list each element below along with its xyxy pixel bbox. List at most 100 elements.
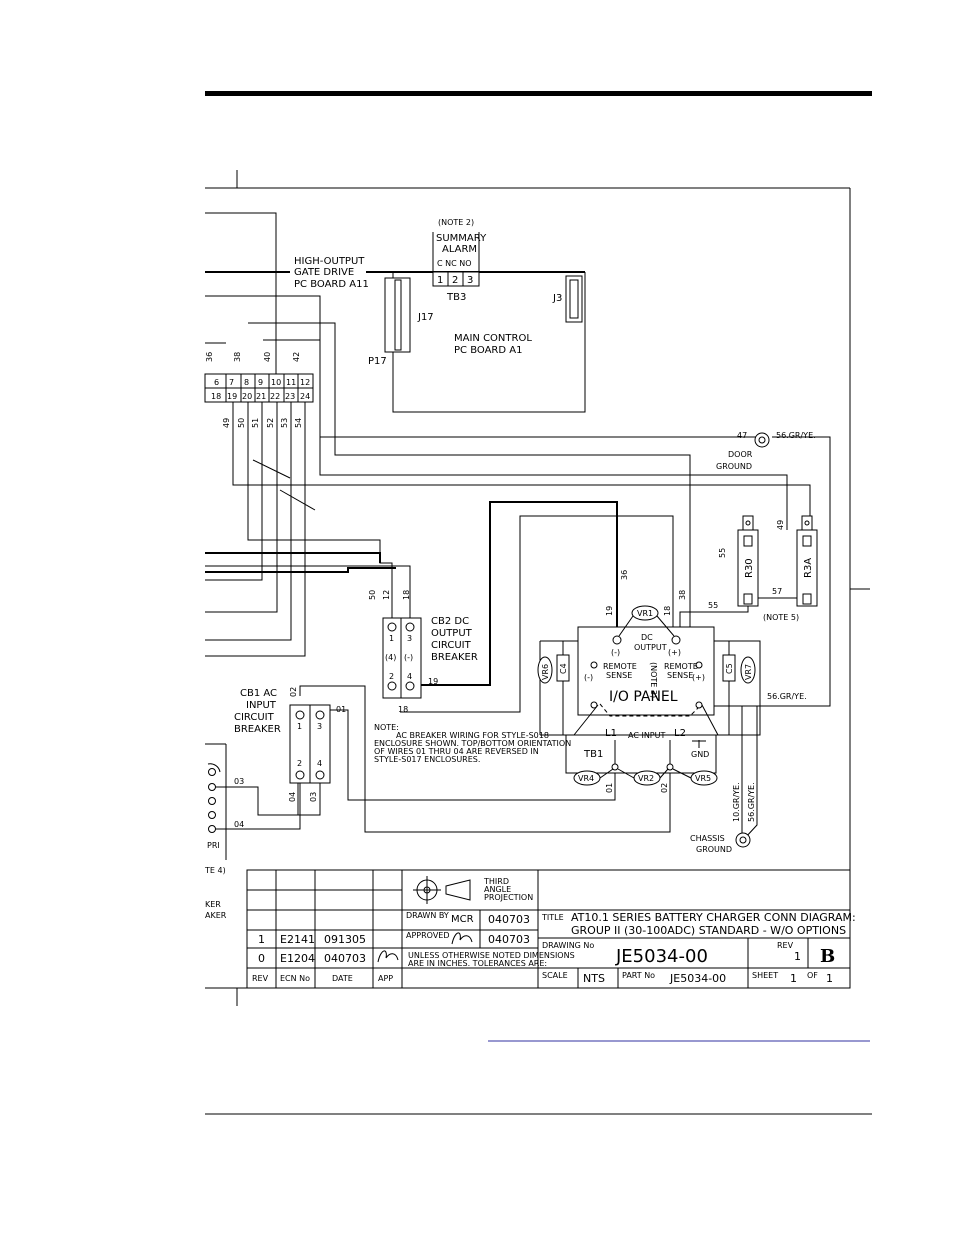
svg-text:4: 4: [317, 759, 322, 768]
svg-text:19: 19: [428, 677, 438, 686]
svg-text:PART No: PART No: [622, 971, 655, 980]
svg-text:(-): (-): [611, 648, 620, 657]
svg-text:38: 38: [233, 352, 242, 362]
transformer-primary: PRI TE 4) KER AKER: [204, 763, 227, 920]
svg-text:NOTE:: NOTE:: [374, 723, 399, 732]
svg-text:C5: C5: [725, 663, 734, 674]
svg-text:INPUT: INPUT: [246, 700, 277, 711]
svg-text:04: 04: [288, 792, 297, 802]
svg-text:OF: OF: [807, 971, 818, 980]
resistors: R30 R3A 55 49 57 (NOTE 5): [718, 515, 818, 622]
svg-text:18: 18: [402, 590, 411, 600]
svg-text:PROJECTION: PROJECTION: [484, 893, 533, 902]
cb1-breaker: 1 3 2 4 CB1 AC INPUT CIRCUIT BREAKER 02 …: [234, 687, 346, 829]
svg-text:MAIN CONTROL: MAIN CONTROL: [454, 333, 532, 344]
svg-text:57: 57: [772, 587, 782, 596]
svg-text:9: 9: [258, 378, 263, 387]
svg-text:7: 7: [229, 378, 234, 387]
svg-text:2: 2: [389, 672, 394, 681]
svg-text:040703: 040703: [488, 913, 530, 926]
svg-text:PC BOARD A1: PC BOARD A1: [454, 345, 522, 356]
svg-text:36: 36: [205, 352, 214, 362]
svg-text:ALARM: ALARM: [442, 244, 477, 255]
svg-text:C4: C4: [559, 663, 568, 674]
svg-text:18: 18: [663, 606, 672, 616]
title-block: THIRD ANGLE PROJECTION DRAWN BY MCR 0407…: [246, 869, 856, 989]
svg-text:ECN No: ECN No: [280, 974, 310, 983]
svg-text:DOOR: DOOR: [728, 450, 753, 459]
svg-text:JE5034-00: JE5034-00: [615, 946, 708, 967]
svg-text:21: 21: [256, 392, 266, 401]
svg-text:PC BOARD A11: PC BOARD A11: [294, 279, 369, 290]
svg-text:51: 51: [251, 418, 260, 428]
svg-text:J17: J17: [417, 312, 434, 323]
svg-text:KER: KER: [205, 900, 221, 909]
svg-text:TITLE: TITLE: [541, 913, 564, 922]
svg-text:56.GR/YE.: 56.GR/YE.: [747, 782, 756, 822]
svg-text:VR7: VR7: [744, 664, 753, 680]
svg-text:(NOTE 5): (NOTE 5): [763, 613, 799, 622]
svg-text:(+): (+): [668, 648, 681, 657]
svg-text:091305: 091305: [324, 933, 366, 946]
svg-text:GND: GND: [691, 750, 709, 759]
svg-text:AC INPUT: AC INPUT: [628, 731, 665, 740]
svg-text:1: 1: [826, 972, 833, 985]
svg-text:01: 01: [605, 783, 614, 793]
svg-text:02: 02: [289, 687, 298, 697]
svg-text:2: 2: [452, 275, 458, 286]
svg-text:NTS: NTS: [583, 972, 605, 985]
svg-text:OF WIRES 01 THRU 04 ARE REVERS: OF WIRES 01 THRU 04 ARE REVERSED IN: [374, 747, 539, 756]
svg-text:CB2 DC: CB2 DC: [431, 616, 469, 627]
svg-text:VR5: VR5: [695, 774, 711, 783]
svg-text:ARE IN INCHES. TOLERANCES ARE:: ARE IN INCHES. TOLERANCES ARE:: [408, 959, 547, 968]
svg-text:GROUND: GROUND: [716, 462, 752, 471]
svg-text:AC BREAKER WIRING FOR STYLE-S0: AC BREAKER WIRING FOR STYLE-S018: [396, 731, 549, 740]
svg-text:50: 50: [368, 590, 377, 600]
svg-text:19: 19: [227, 392, 237, 401]
svg-text:L2: L2: [674, 728, 686, 739]
svg-text:12: 12: [382, 590, 391, 600]
main-control-board: J17 P17 MAIN CONTROL PC BOARD A1 J3: [368, 272, 586, 413]
svg-text:JE5034-00: JE5034-00: [669, 972, 726, 985]
svg-text:REV: REV: [252, 974, 269, 983]
svg-text:040703: 040703: [324, 952, 366, 965]
header-rule: [205, 91, 872, 96]
svg-text:BREAKER: BREAKER: [234, 724, 281, 735]
svg-text:DRAWN BY: DRAWN BY: [406, 911, 449, 920]
svg-text:E2141: E2141: [280, 933, 315, 946]
svg-text:L1: L1: [605, 728, 617, 739]
svg-text:VR6: VR6: [541, 664, 550, 680]
svg-text:2: 2: [297, 759, 302, 768]
svg-text:GATE DRIVE: GATE DRIVE: [294, 267, 354, 278]
svg-text:24: 24: [300, 392, 310, 401]
svg-text:4: 4: [407, 672, 412, 681]
breaker-note: NOTE: AC BREAKER WIRING FOR STYLE-S018 E…: [374, 723, 571, 764]
svg-text:10: 10: [271, 378, 281, 387]
svg-text:20: 20: [242, 392, 252, 401]
svg-text:040703: 040703: [488, 933, 530, 946]
svg-text:CIRCUIT: CIRCUIT: [431, 640, 472, 651]
svg-text:SHEET: SHEET: [752, 971, 778, 980]
svg-text:HIGH-OUTPUT: HIGH-OUTPUT: [294, 256, 365, 267]
svg-text:1: 1: [258, 933, 265, 946]
summary-alarm: (NOTE 2) SUMMARY ALARM C NC NO 1 2 3 TB3: [432, 218, 487, 303]
svg-text:E1204: E1204: [280, 952, 315, 965]
svg-text:AT10.1 SERIES BATTERY CHARGER: AT10.1 SERIES BATTERY CHARGER CONN DIAGR…: [571, 911, 856, 924]
svg-text:ANGLE: ANGLE: [484, 885, 511, 894]
svg-text:R30: R30: [744, 558, 755, 578]
svg-text:18: 18: [211, 392, 221, 401]
svg-text:AKER: AKER: [205, 911, 227, 920]
svg-text:TB1: TB1: [583, 749, 603, 760]
svg-text:CIRCUIT: CIRCUIT: [234, 712, 275, 723]
svg-text:12: 12: [300, 378, 310, 387]
svg-text:(NOTE 2): (NOTE 2): [438, 218, 474, 227]
cb2-breaker: 1 3 (4) (-) 2 4 CB2 DC OUTPUT CIRCUIT BR…: [368, 590, 478, 714]
svg-text:SUMMARY: SUMMARY: [436, 233, 487, 244]
svg-text:56.GR/YE.: 56.GR/YE.: [776, 431, 816, 440]
svg-text:SENSE: SENSE: [667, 671, 693, 680]
svg-text:3: 3: [407, 634, 412, 643]
svg-text:C NC NO: C NC NO: [437, 259, 472, 268]
svg-text:11: 11: [286, 378, 296, 387]
svg-text:(+): (+): [692, 673, 705, 682]
